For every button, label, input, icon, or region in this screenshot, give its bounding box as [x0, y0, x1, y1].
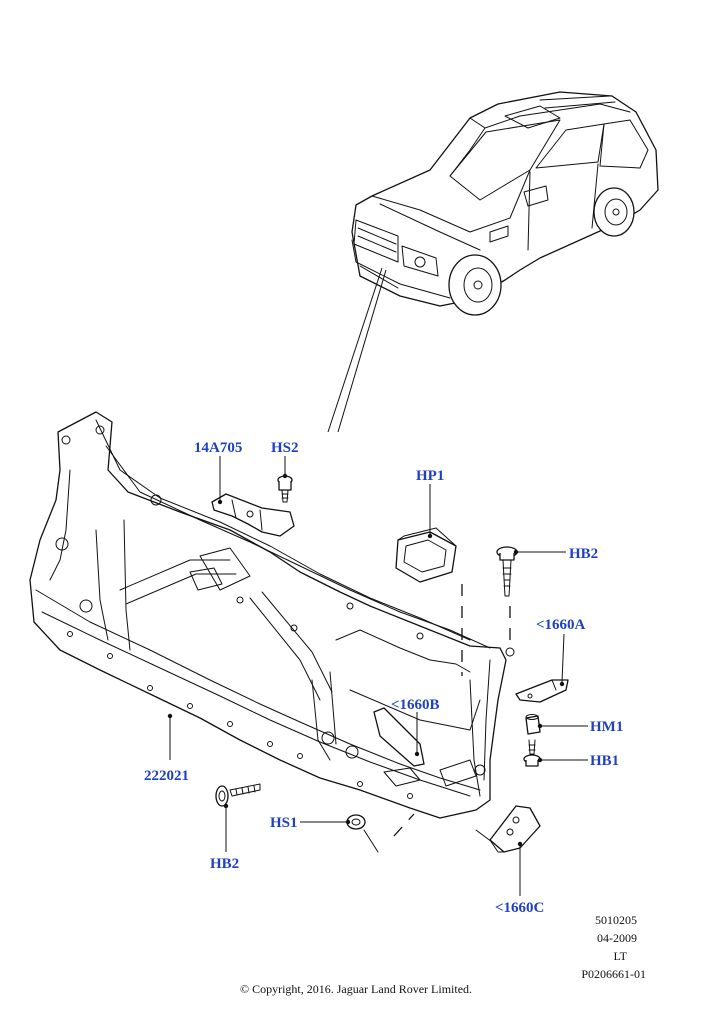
callout-HB2-left[interactable]: HB2 — [210, 856, 239, 872]
part-14A705-bracket — [211, 493, 295, 537]
callout-labels: 14A705 HS2 HP1 HB2 <1660A <1660B HM1 HB1… — [144, 440, 623, 916]
callout-222021[interactable]: 222021 — [144, 768, 189, 784]
vehicle-pointer-lines — [327, 267, 387, 433]
part-1660B-bracket — [373, 707, 425, 767]
diagram-meta: 5010205 04-2009 LT P0206661-01 — [581, 913, 646, 981]
part-HP1-plug — [395, 527, 457, 583]
part-HS2-screw — [277, 475, 293, 503]
callout-HS1[interactable]: HS1 — [270, 815, 298, 831]
callout-1660A[interactable]: <1660A — [536, 617, 586, 633]
part-HB2-left-bolt — [215, 783, 261, 807]
meta-line-4: P0206661-01 — [581, 967, 646, 981]
part-1660A-bracket — [515, 679, 569, 703]
callout-1660C[interactable]: <1660C — [495, 900, 544, 916]
part-HM1-nut — [525, 714, 541, 735]
callout-14A705[interactable]: 14A705 — [194, 440, 242, 456]
callout-HB2-right[interactable]: HB2 — [569, 546, 598, 562]
meta-line-3: LT — [613, 949, 627, 963]
meta-line-2: 04-2009 — [597, 931, 637, 945]
callout-1660B[interactable]: <1660B — [391, 697, 440, 713]
callout-HP1[interactable]: HP1 — [416, 468, 444, 484]
part-1660C-bracket — [489, 805, 541, 853]
vehicle-illustration — [351, 91, 659, 316]
meta-line-1: 5010205 — [595, 913, 637, 927]
part-HB1-bolt — [523, 739, 541, 767]
leader-lines — [167, 456, 588, 896]
callout-HM1[interactable]: HM1 — [590, 719, 623, 735]
part-HB2-right-bolt — [496, 546, 518, 597]
callout-HB1[interactable]: HB1 — [590, 753, 619, 769]
copyright-notice: © Copyright, 2016. Jaguar Land Rover Lim… — [240, 982, 472, 996]
assembly-lines — [363, 584, 511, 853]
callout-HS2[interactable]: HS2 — [271, 440, 299, 456]
